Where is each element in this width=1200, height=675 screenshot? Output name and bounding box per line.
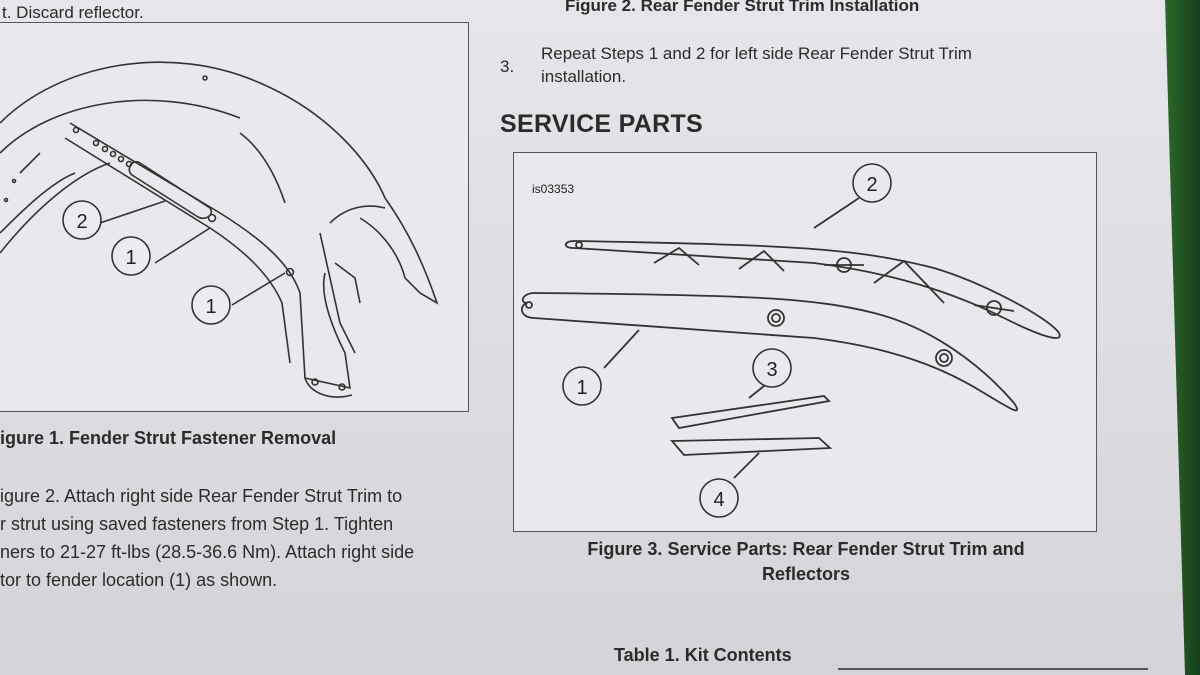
fender-illustration: 2 1 1 xyxy=(0,61,439,398)
figure3-caption-line: Reflectors xyxy=(761,564,851,584)
figure2-caption: Figure 2. Rear Fender Strut Trim Install… xyxy=(565,0,920,15)
service-parts-illustration: is03353 xyxy=(520,163,1061,518)
step2-paragraph: igure 2. Attach right side Rear Fender S… xyxy=(0,482,414,594)
table1-top-rule xyxy=(838,668,1148,670)
svg-text:4: 4 xyxy=(713,489,724,511)
discard-reflector-text: t. Discard reflector. xyxy=(2,3,144,22)
figure1-callout-1b: 1 xyxy=(191,285,231,325)
step3-line: Repeat Steps 1 and 2 for left side Rear … xyxy=(541,44,972,63)
step2-line: ners to 21-27 ft-lbs (28.5-36.6 Nm). Att… xyxy=(0,542,415,562)
table1-title: Table 1. Kit Contents xyxy=(614,645,792,665)
step2-line: r strut using saved fasteners from Step … xyxy=(0,514,394,534)
figure3-image-id: is03353 xyxy=(532,182,574,196)
svg-text:1: 1 xyxy=(125,247,136,269)
step3-line: installation. xyxy=(541,67,627,86)
figure1-frame: 2 1 1 xyxy=(0,22,469,412)
svg-text:2: 2 xyxy=(76,211,87,233)
figure1-callout-2: 2 xyxy=(62,200,102,240)
step3-text: Repeat Steps 1 and 2 for left side Rear … xyxy=(541,42,972,88)
figure3-caption-line: Figure 3. Service Parts: Rear Fender Str… xyxy=(587,539,1025,559)
step3-number: 3. xyxy=(500,57,515,76)
figure3-callout-3: 3 xyxy=(752,348,792,388)
figure1-caption: igure 1. Fender Strut Fastener Removal xyxy=(0,428,337,448)
step2-line: tor to fender location (1) as shown. xyxy=(0,570,278,590)
figure3-frame: is03353 xyxy=(513,152,1097,532)
figure3-callout-4: 4 xyxy=(699,478,739,518)
svg-text:1: 1 xyxy=(205,296,216,318)
service-parts-heading: SERVICE PARTS xyxy=(500,110,704,138)
figure3-callout-1: 1 xyxy=(562,366,602,406)
step2-line: igure 2. Attach right side Rear Fender S… xyxy=(0,486,403,506)
figure1-callout-1a: 1 xyxy=(111,236,151,276)
figure3-callout-2: 2 xyxy=(852,163,892,203)
svg-text:3: 3 xyxy=(766,359,777,381)
figure3-caption: Figure 3. Service Parts: Rear Fender Str… xyxy=(546,537,1066,587)
svg-text:2: 2 xyxy=(866,174,877,196)
svg-text:1: 1 xyxy=(576,377,587,399)
